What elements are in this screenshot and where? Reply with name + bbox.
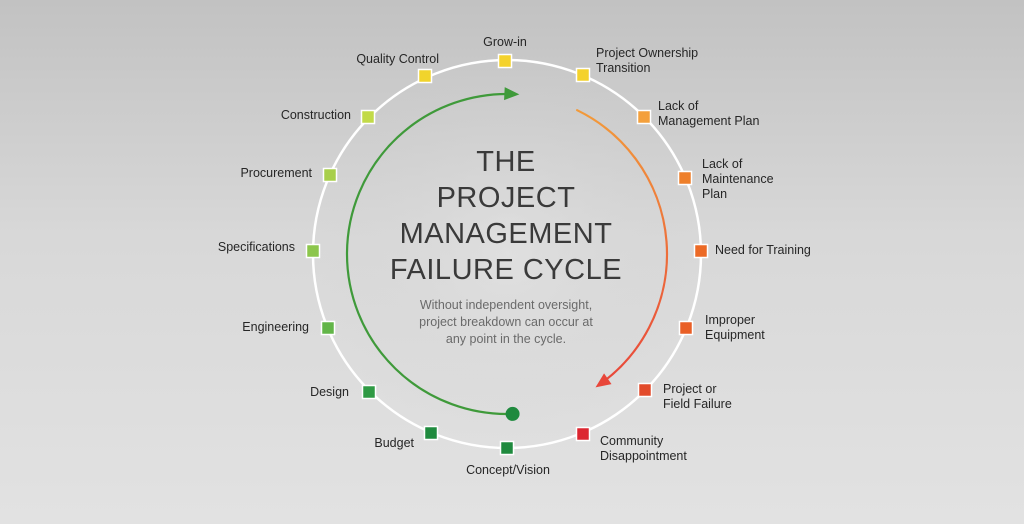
- stage-label: Need for Training: [715, 243, 811, 258]
- stage-label-line: Equipment: [705, 328, 765, 342]
- stage-label-line: Lack of: [658, 99, 699, 113]
- stage-label: Quality Control: [356, 52, 439, 67]
- stage-label-line: Procurement: [240, 166, 312, 180]
- stage-label-line: Transition: [596, 61, 651, 75]
- title-line: PROJECT: [436, 182, 576, 214]
- stage-marker: [497, 53, 513, 69]
- stage-label-line: Grow-in: [483, 35, 527, 49]
- stage-marker: [677, 170, 693, 186]
- stage-marker: [575, 426, 591, 442]
- stage-label-line: Budget: [374, 436, 414, 450]
- stage-label-line: Construction: [280, 108, 351, 122]
- stage-label: Engineering: [242, 320, 309, 335]
- stage-marker: [361, 384, 377, 400]
- stage-label-line: Improper: [705, 313, 756, 327]
- stage-label-line: Project Ownership: [596, 46, 699, 60]
- subtitle-line: project breakdown can occur at: [419, 315, 593, 329]
- stage-marker: [322, 167, 338, 183]
- stage-label-line: Community: [600, 434, 664, 448]
- inner-glow: [317, 64, 697, 444]
- stage-label-line: Specifications: [217, 240, 295, 254]
- stage-label-line: Field Failure: [663, 397, 732, 411]
- stage-marker: [678, 320, 694, 336]
- stage-label: Specifications: [218, 240, 295, 255]
- stage-label-line: Need for Training: [715, 243, 811, 257]
- stage-label: Grow-in: [425, 35, 585, 50]
- subtitle-line: Without independent oversight,: [419, 298, 593, 312]
- stage-label: Concept/Vision: [428, 463, 588, 478]
- stage-label: Procurement: [240, 166, 312, 181]
- stage-label: Design: [310, 385, 349, 400]
- stage-label-line: Maintenance: [702, 172, 774, 186]
- stage-marker: [693, 243, 709, 259]
- title-line: THE: [476, 146, 536, 178]
- stage-marker: [636, 109, 652, 125]
- stage-label-line: Concept/Vision: [466, 463, 550, 477]
- stage-label-line: Engineering: [242, 320, 309, 334]
- stage-label: Construction: [281, 108, 351, 123]
- stage-label-line: Lack of: [702, 157, 743, 171]
- stage-marker: [423, 425, 439, 441]
- green-cycle-arrow: [345, 92, 517, 416]
- green-arrowhead: [504, 87, 520, 101]
- stage-marker: [305, 243, 321, 259]
- stage-label-line: Plan: [702, 187, 728, 201]
- stage-marker: [637, 382, 653, 398]
- diagram-title: THE PROJECT MANAGEMENT FAILURE CYCLE: [306, 144, 706, 288]
- subtitle-line: any point in the cycle.: [445, 332, 567, 346]
- stage-marker: [499, 440, 515, 456]
- failure-cycle-arrow: [576, 109, 669, 387]
- stage-marker: [575, 67, 591, 83]
- stage-label-line: Design: [310, 385, 349, 399]
- stage-marker: [320, 320, 336, 336]
- stage-label-line: Disappointment: [600, 449, 687, 463]
- failure-arrowhead: [595, 373, 612, 388]
- stage-label-line: Project or: [663, 382, 717, 396]
- stage-label-line: Quality Control: [356, 52, 439, 66]
- cycle-start-dot: [505, 406, 520, 421]
- stage-label-line: Management Plan: [658, 114, 760, 128]
- title-line: FAILURE CYCLE: [389, 254, 623, 286]
- title-line: MANAGEMENT: [399, 218, 613, 250]
- stage-marker: [417, 68, 433, 84]
- stage-marker: [360, 109, 376, 125]
- diagram-subtitle: Without independent oversight, project b…: [356, 297, 656, 348]
- stage-label: Budget: [374, 436, 414, 451]
